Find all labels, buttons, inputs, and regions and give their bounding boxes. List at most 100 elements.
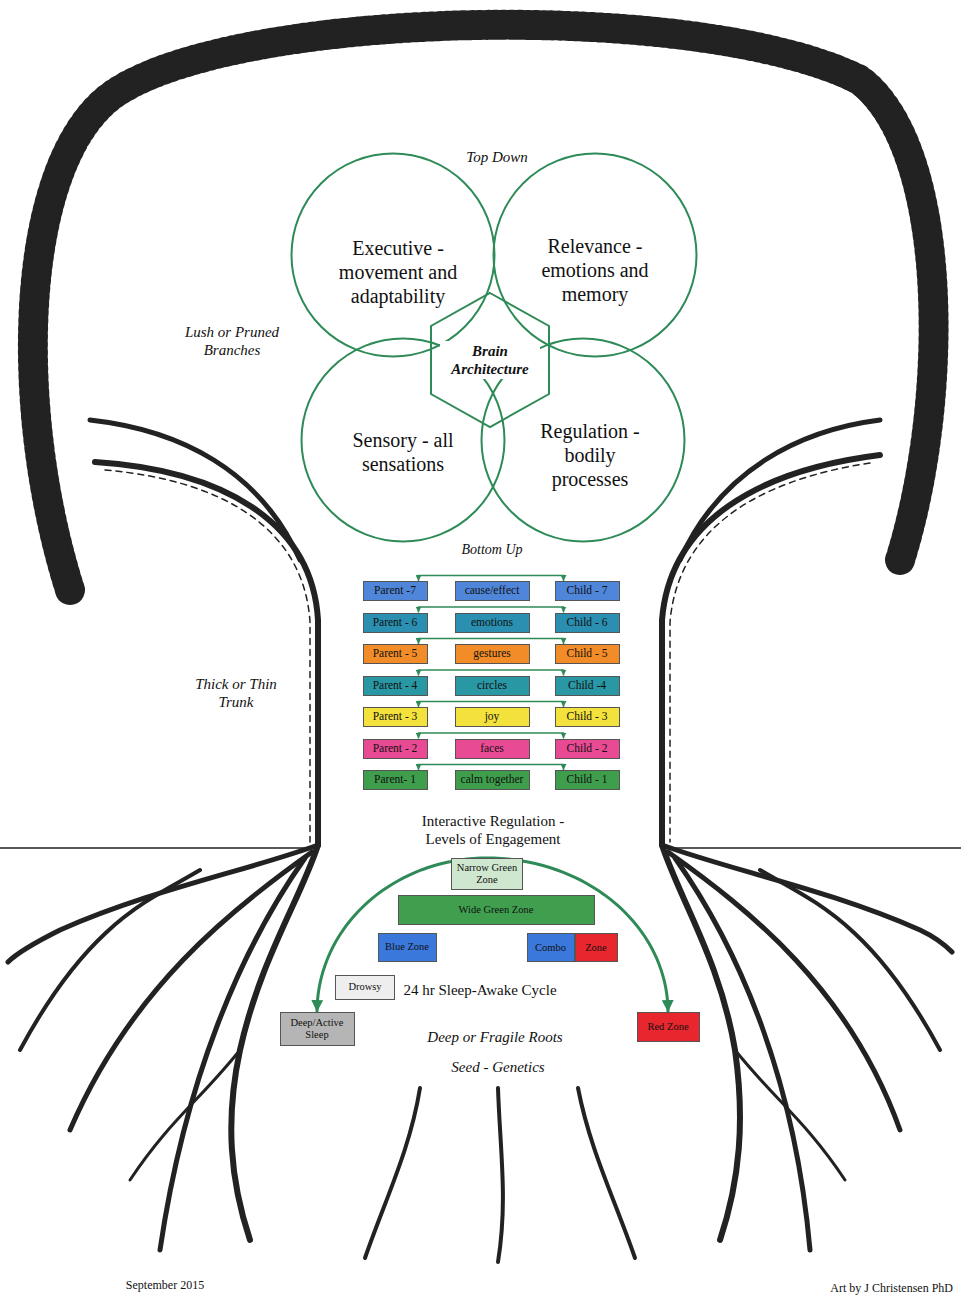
circle-text: Regulation - bodily processes bbox=[525, 419, 655, 491]
tree-root bbox=[662, 845, 740, 1240]
zone-box: Narrow Green Zone bbox=[451, 858, 523, 890]
tree-root bbox=[578, 1088, 635, 1258]
level-box-text: circles bbox=[477, 679, 507, 692]
tree-branch bbox=[90, 420, 300, 560]
tree-canopy bbox=[44, 38, 921, 585]
domain-circle: Executive - movement and adaptability bbox=[290, 152, 496, 358]
tree-canopy bbox=[33, 25, 934, 590]
child-box-text: Child - 2 bbox=[567, 742, 608, 755]
child-box: Child - 6 bbox=[555, 613, 620, 633]
tree-branch bbox=[680, 420, 880, 560]
level-box-text: gestures bbox=[473, 647, 511, 660]
child-box: Child - 1 bbox=[555, 770, 620, 790]
level-box: gestures bbox=[455, 644, 530, 664]
tree-trunk bbox=[105, 470, 310, 842]
parent-box-text: Parent - 3 bbox=[373, 710, 418, 723]
domain-circle: Relevance - emotions and memory bbox=[492, 152, 698, 358]
child-box: Child - 7 bbox=[555, 581, 620, 601]
zone-box: ComboZone bbox=[527, 933, 618, 962]
tree-root bbox=[735, 1050, 845, 1180]
zone-text: Zone bbox=[575, 933, 618, 962]
parent-box-text: Parent - 2 bbox=[373, 742, 418, 755]
section-label: Interactive Regulation - Levels of Engag… bbox=[406, 812, 581, 848]
axis-label: Bottom Up bbox=[461, 542, 522, 559]
tree-trunk bbox=[662, 455, 880, 845]
child-box: Child - 2 bbox=[555, 739, 620, 759]
axis-label: Top Down bbox=[466, 148, 528, 166]
hexagon-text: Brain Architecture bbox=[440, 341, 540, 379]
parent-box: Parent - 3 bbox=[363, 707, 428, 727]
tree-root bbox=[8, 845, 318, 962]
tree-part-label: Thick or Thin Trunk bbox=[186, 675, 286, 711]
level-box-text: calm together bbox=[461, 773, 524, 786]
child-box: Child - 3 bbox=[555, 707, 620, 727]
tree-canopy bbox=[33, 25, 934, 590]
level-box-text: joy bbox=[485, 710, 500, 723]
parent-box: Parent -7 bbox=[363, 581, 428, 601]
parent-box: Parent - 2 bbox=[363, 739, 428, 759]
zone-box-text: Blue Zone bbox=[385, 941, 429, 953]
zone-box: Deep/Active Sleep bbox=[280, 1012, 355, 1046]
zone-box: Blue Zone bbox=[378, 933, 437, 962]
zone-box-text: Drowsy bbox=[348, 981, 381, 993]
tree-root bbox=[498, 1088, 503, 1262]
zone-box-text: Wide Green Zone bbox=[459, 904, 534, 916]
date-note: September 2015 bbox=[126, 1278, 204, 1292]
tree-part-label: Seed - Genetics bbox=[451, 1058, 544, 1076]
tree-part-label: Deep or Fragile Roots bbox=[427, 1028, 562, 1046]
ground-line bbox=[0, 847, 961, 849]
zone-box: Wide Green Zone bbox=[398, 895, 595, 925]
zone-box-text: Narrow Green Zone bbox=[456, 862, 518, 886]
parent-box-text: Parent -7 bbox=[374, 584, 416, 597]
tree-root bbox=[675, 858, 810, 1250]
level-box-text: faces bbox=[480, 742, 504, 755]
zone-box-text: Deep/Active Sleep bbox=[285, 1017, 349, 1041]
tree-trunk bbox=[95, 462, 318, 845]
parent-box-text: Parent - 5 bbox=[373, 647, 418, 660]
tree-root bbox=[70, 852, 312, 1130]
child-box: Child -4 bbox=[555, 676, 620, 696]
level-box: circles bbox=[455, 676, 530, 696]
tree-trunk bbox=[670, 463, 870, 842]
level-box-text: emotions bbox=[471, 616, 513, 629]
level-box: cause/effect bbox=[455, 581, 530, 601]
tree-part-label: Lush or Pruned Branches bbox=[177, 323, 287, 359]
zone-box-text: Red Zone bbox=[647, 1021, 688, 1033]
tree-root bbox=[160, 858, 305, 1250]
hexagon-node: Brain Architecture bbox=[430, 292, 550, 428]
parent-box-text: Parent - 6 bbox=[373, 616, 418, 629]
child-box-text: Child - 7 bbox=[567, 584, 608, 597]
circle-text: Executive - movement and adaptability bbox=[326, 236, 471, 308]
tree-root bbox=[20, 870, 200, 1050]
circle-outline bbox=[494, 154, 697, 357]
credit-note: Art by J Christensen PhD bbox=[830, 1281, 953, 1295]
zone-text: Combo bbox=[527, 933, 575, 962]
level-box: joy bbox=[455, 707, 530, 727]
child-box-text: Child -4 bbox=[568, 679, 606, 692]
tree-root bbox=[365, 1088, 420, 1258]
child-box-text: Child - 5 bbox=[567, 647, 608, 660]
parent-box: Parent - 6 bbox=[363, 613, 428, 633]
level-box: calm together bbox=[455, 770, 530, 790]
parent-box: Parent - 4 bbox=[363, 676, 428, 696]
child-box-text: Child - 6 bbox=[567, 616, 608, 629]
parent-box-text: Parent- 1 bbox=[374, 773, 416, 786]
circle-outline bbox=[292, 154, 495, 357]
child-box-text: Child - 1 bbox=[567, 773, 608, 786]
hexagon-outline bbox=[431, 293, 549, 427]
zone-box: Drowsy bbox=[335, 975, 395, 1000]
parent-box: Parent- 1 bbox=[363, 770, 428, 790]
child-box: Child - 5 bbox=[555, 644, 620, 664]
level-box: faces bbox=[455, 739, 530, 759]
section-label: 24 hr Sleep-Awake Cycle bbox=[403, 981, 556, 999]
parent-box-text: Parent - 4 bbox=[373, 679, 418, 692]
level-box-text: cause/effect bbox=[465, 584, 520, 597]
zone-box: Red Zone bbox=[637, 1012, 700, 1042]
level-box: emotions bbox=[455, 613, 530, 633]
circle-text: Sensory - all sensations bbox=[331, 428, 476, 476]
tree-root bbox=[130, 1050, 240, 1180]
parent-box: Parent - 5 bbox=[363, 644, 428, 664]
child-box-text: Child - 3 bbox=[567, 710, 608, 723]
tree-root bbox=[760, 870, 940, 1050]
